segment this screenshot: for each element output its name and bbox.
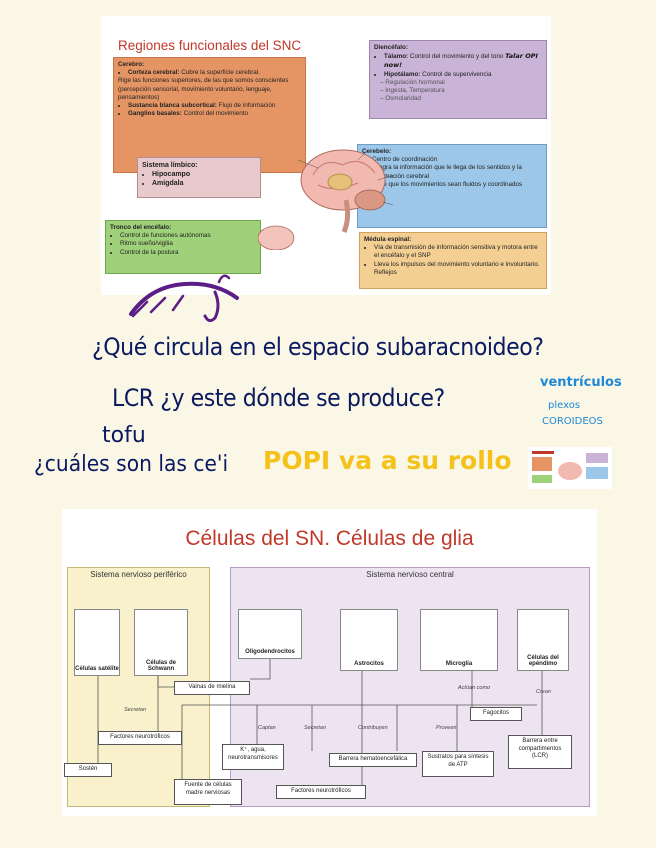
result-vainas-mielina: Vainas de mielina [174,681,250,695]
verb-crean: Crean [536,689,551,695]
result-factores-neurotroficos-1: Factores neurotróficos [98,731,182,745]
box-tronco-encefalo: Tronco del encéfalo: Control de funcione… [105,220,261,274]
handwritten-question-3: ¿cuáles son las ce'i [34,452,229,477]
verb-actuan-como: Actúan como [458,685,491,691]
box-cerebelo: Cerebelo: Centro de coordinación Integra… [357,144,547,228]
slide-regiones-funcionales: Regiones funcionales del SNC Cerebro: Co… [101,16,551,323]
handwritten-question-2: LCR ¿y este dónde se produce? [112,384,445,412]
slide1-title: Regiones funcionales del SNC [118,38,302,53]
box-sistema-limbico: Sistema límbico: Hipocampo Amígdala [137,157,261,198]
handwritten-ventriculos: ventrículos [540,375,622,390]
cerebro-head: Cerebro: [118,61,145,68]
medula-item: Lleva los impulsos del movimiento volunt… [374,261,542,277]
result-sosten: Sostén [64,763,112,777]
medula-head: Médula espinal: [364,236,412,243]
panel-periferico-label: Sistema nervioso periférico [90,570,187,579]
limbico-head: Sistema límbico: [142,162,198,169]
cerebelo-head: Cerebelo: [362,148,392,155]
cerebelo-item: Hace que los movimientos sean fluidos y … [372,181,542,189]
slide2-title: Células del SN. Células de glia [185,527,474,550]
medula-item: Vía de transmisión de información sensit… [374,244,542,260]
result-barrera-hematoencefalica: Barrera hematoencefálica [329,753,417,767]
cerebro-para: Rige las funciones superiores, de las qu… [118,77,289,101]
box-medula-espinal: Médula espinal: Vía de transmisión de in… [359,232,547,289]
handwritten-tofu: tofu [102,423,146,448]
talamo-text: Control del movimiento y del tono [408,53,504,61]
cell-oligodendrocitos: Oligodendrocitos [238,609,302,659]
cerebelo-item: Centro de coordinación [372,156,542,164]
tronco-item: Ritmo sueño/vigilia [120,240,256,248]
cell-ependimo: Células del epéndimo [517,609,569,671]
dience-head: Diencéfalo: [374,44,408,51]
talamo-bold: Tálamo: [384,53,409,61]
talamo-hand-note: Talar OPI now! [384,52,538,70]
result-k-agua: K⁺, agua, neurotransmisores [222,744,284,770]
verb-secretan-1: Secretan [124,707,147,713]
cell-astrocitos: Astrocitos [340,609,398,671]
cerebro-item1: Cubre la superficie cerebral. [179,69,260,77]
limbico-item: Hipocampo [152,171,191,179]
hipo-bold: Hipotálamo: [384,70,421,78]
verb-contribuyen: Contribuyen [358,725,388,731]
cerebelo-item: Integra la información que le llega de l… [372,164,542,180]
handwritten-plexos: plexos [548,400,581,411]
box-cerebro: Cerebro: Corteza cerebral: Cubre la supe… [113,57,306,173]
cerebro-item2-bold: Sustancia blanca subcortical: [128,101,217,109]
slide-thumbnail-sticker [528,447,612,489]
handwritten-coroideos: COROIDEOS [542,416,603,427]
cerebro-item3: Control del movimiento [181,110,249,118]
limbico-item: Amígdala [152,180,184,188]
result-fuente-celulas-madre: Fuente de células madre nerviosas [174,779,242,805]
verb-captan: Captan [258,725,276,731]
result-barrera-compartimentos: Barrera entre compartimentos (LCR) [508,735,572,769]
cerebro-item2: Flujo de información [216,101,276,109]
tronco-head: Tronco del encéfalo: [110,224,172,231]
hipo-sub: – Ingesta, Temperatura [380,86,445,94]
hipo-sub: – Regulación hormonal [380,78,445,86]
cerebro-item1-bold: Corteza cerebral: [128,69,180,77]
cell-satelite: Células satélite [74,609,120,676]
tronco-item: Control de la postura [120,249,256,257]
tronco-item: Control de funciones autónomas [120,232,256,240]
handwritten-question-1: ¿Qué circula en el espacio subaracnoideo… [92,333,544,361]
verb-proveen: Proveen [436,725,457,731]
cerebro-item3-bold: Ganglios basales: [128,110,182,118]
box-diencefalo: Diencéfalo: Tálamo: Control del movimien… [369,40,547,119]
result-sustratos-atp: Sustratos para síntesis de ATP [422,751,494,777]
handwritten-popi-note: POPI va a su rollo [263,446,512,475]
purple-sketch-drawing [129,274,239,323]
hipo-sub: – Osmolaridad [380,95,421,103]
hipo-text: Control de supervivencia [420,70,492,78]
slide-celulas-glia: Células del SN. Células de glia Sistema … [62,509,597,816]
verb-secretan-2: Secretan [304,725,327,731]
result-fagocitos: Fagocitos [470,707,522,721]
result-factores-neurotroficos-2: Factores neurotróficos [276,785,366,799]
brain-illustration [258,149,394,250]
panel-central-label: Sistema nervioso central [366,570,454,579]
cell-microglia: Microglía [420,609,498,671]
cell-schwann: Células de Schwann [134,609,188,676]
